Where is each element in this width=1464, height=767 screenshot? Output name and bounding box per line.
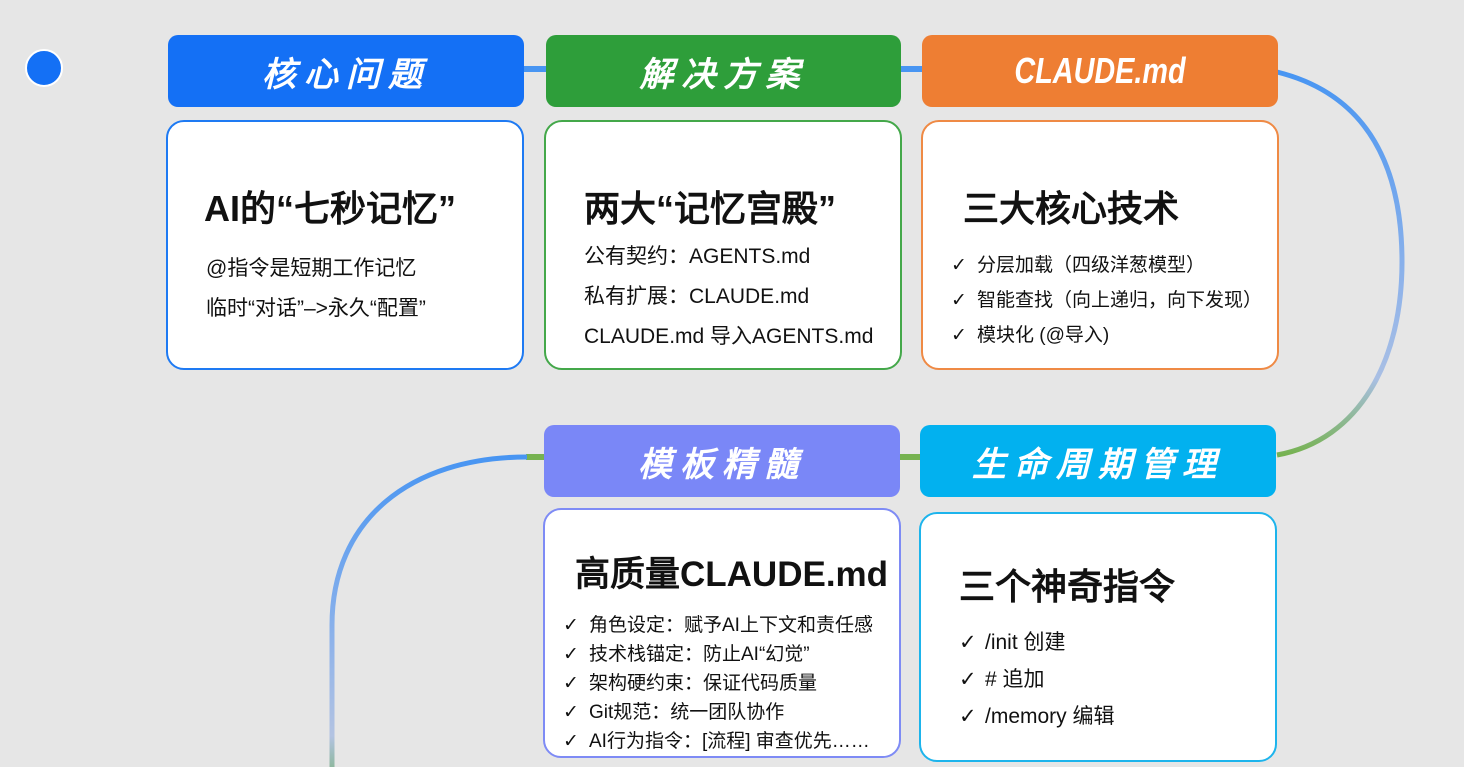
stage-3-header: CLAUDE.md bbox=[922, 35, 1278, 107]
checkmark-icon: ✓ bbox=[563, 615, 579, 636]
stage-1-card: AI的“七秒记忆” @指令是短期工作记忆 临时“对话”–>永久“配置” bbox=[166, 120, 524, 370]
checkmark-icon: ✓ bbox=[563, 702, 579, 723]
connector-3-4-curve bbox=[1276, 69, 1405, 458]
stage-1-line: @指令是短期工作记忆 bbox=[206, 257, 417, 280]
stage-5-header: 模板精髓 bbox=[544, 425, 900, 497]
stage-5-line: ✓AI行为指令：[流程] 审查优先…… bbox=[563, 731, 870, 752]
checkmark-icon: ✓ bbox=[563, 731, 579, 752]
checkmark-icon: ✓ bbox=[563, 673, 579, 694]
stage-1-title: AI的“七秒记忆” bbox=[204, 188, 457, 229]
stage-5-line: ✓架构硬约束：保证代码质量 bbox=[563, 673, 818, 694]
stage-4-line: ✓/memory 编辑 bbox=[959, 705, 1115, 728]
stage-4-header: 生命周期管理 bbox=[920, 425, 1276, 497]
stage-5-header-label: 模板精髓 bbox=[638, 444, 806, 485]
stage-3-card: 三大核心技术 ✓分层加载（四级洋葱模型） ✓智能查找（向上递归，向下发现） ✓模… bbox=[921, 120, 1279, 370]
stage-2-header: 解决方案 bbox=[546, 35, 901, 107]
start-node-dot bbox=[25, 49, 63, 87]
stage-3-line: ✓分层加载（四级洋葱模型） bbox=[951, 255, 1206, 276]
stage-4-line: ✓/init 创建 bbox=[959, 631, 1066, 654]
stage-2-line: 私有扩展：CLAUDE.md bbox=[584, 285, 810, 308]
stage-3-header-label: CLAUDE.md bbox=[1014, 50, 1186, 91]
stage-5-card: 高质量CLAUDE.md ✓角色设定：赋予AI上下文和责任感 ✓技术栈锚定：防止… bbox=[543, 508, 901, 758]
stage-5-title: 高质量CLAUDE.md bbox=[575, 555, 889, 594]
stage-5-line: ✓Git规范：统一团队协作 bbox=[563, 702, 785, 723]
stage-3-title: 三大核心技术 bbox=[963, 188, 1180, 229]
checkmark-icon: ✓ bbox=[959, 705, 977, 728]
checkmark-icon: ✓ bbox=[959, 631, 977, 654]
stage-4-title: 三个神奇指令 bbox=[959, 566, 1176, 607]
stage-2-header-label: 解决方案 bbox=[639, 54, 808, 95]
stage-3-line: ✓模块化 (@导入) bbox=[951, 325, 1110, 346]
stage-1-line: 临时“对话”–>永久“配置” bbox=[206, 297, 426, 320]
checkmark-icon: ✓ bbox=[951, 255, 967, 276]
stage-1-header-label: 核心问题 bbox=[262, 54, 430, 95]
stage-4-line: ✓# 追加 bbox=[959, 668, 1045, 691]
stage-4-header-label: 生命周期管理 bbox=[972, 444, 1224, 485]
stage-2-line: CLAUDE.md 导入AGENTS.md bbox=[584, 325, 874, 348]
checkmark-icon: ✓ bbox=[959, 668, 977, 691]
stage-2-title: 两大“记忆宫殿” bbox=[584, 188, 837, 229]
checkmark-icon: ✓ bbox=[563, 644, 579, 665]
stage-2-card: 两大“记忆宫殿” 公有契约：AGENTS.md 私有扩展：CLAUDE.md C… bbox=[544, 120, 902, 370]
checkmark-icon: ✓ bbox=[951, 325, 967, 346]
stage-5-line: ✓技术栈锚定：防止AI“幻觉” bbox=[563, 644, 810, 665]
stage-2-line: 公有契约：AGENTS.md bbox=[584, 245, 811, 268]
checkmark-icon: ✓ bbox=[951, 290, 967, 311]
stage-5-line: ✓角色设定：赋予AI上下文和责任感 bbox=[563, 615, 873, 636]
connector-5-down-curve bbox=[329, 454, 528, 767]
stage-4-card: 三个神奇指令 ✓/init 创建 ✓# 追加 ✓/memory 编辑 bbox=[919, 512, 1277, 762]
stage-3-line: ✓智能查找（向上递归，向下发现） bbox=[951, 290, 1263, 311]
stage-1-header: 核心问题 bbox=[168, 35, 524, 107]
